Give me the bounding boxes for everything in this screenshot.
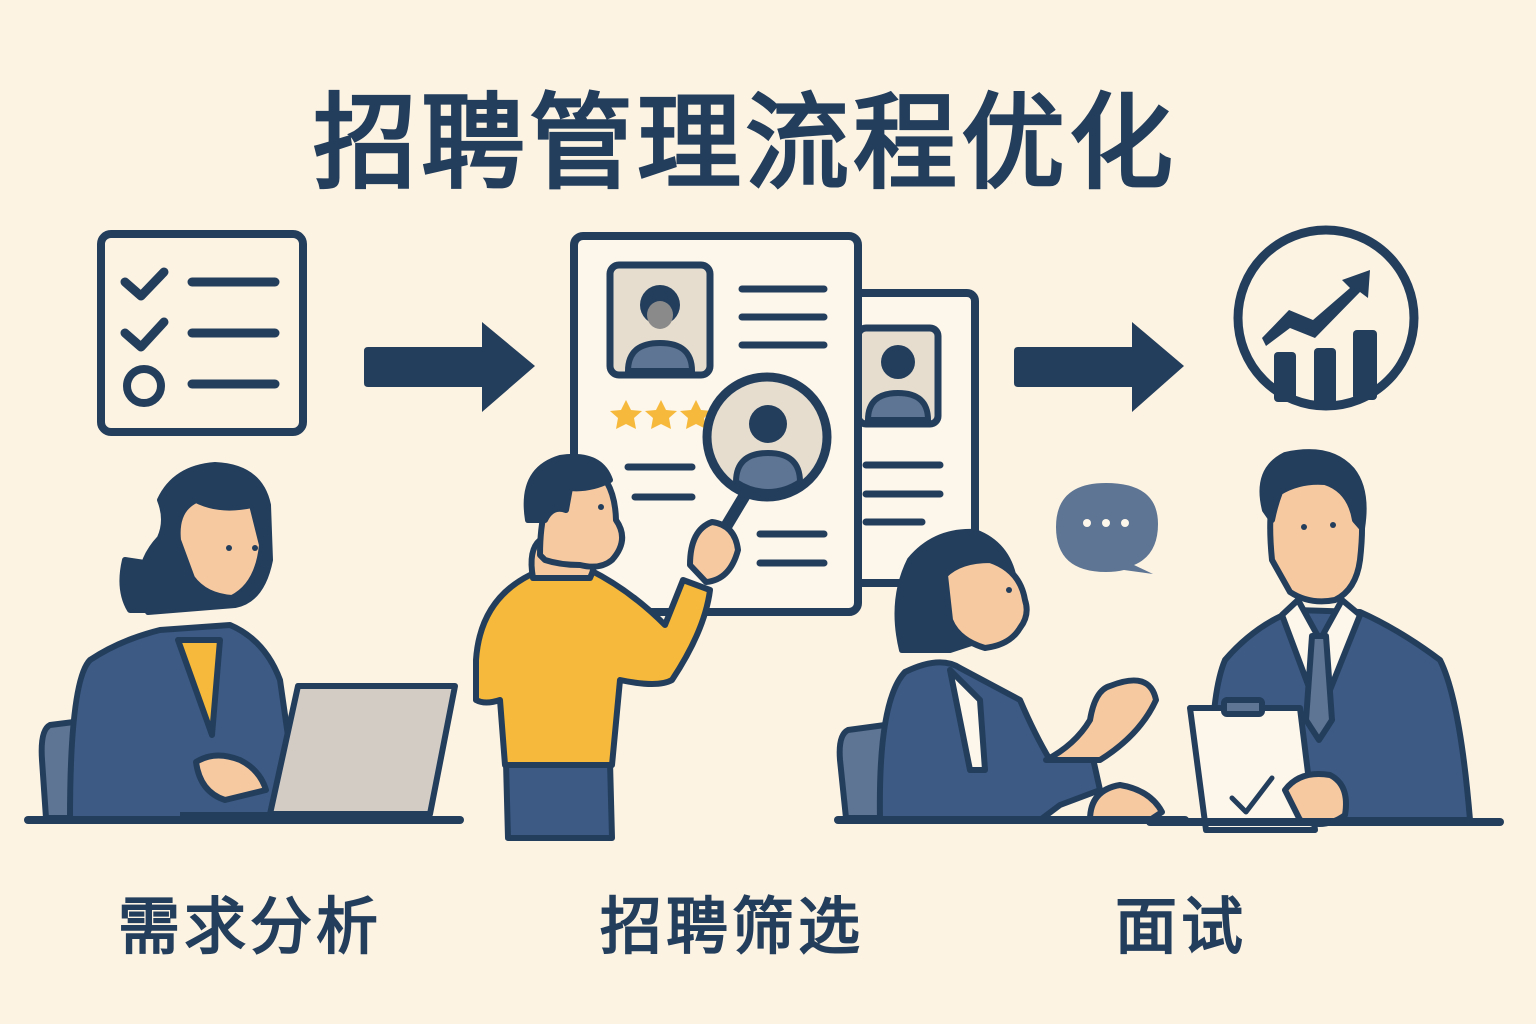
arrow-right-icon bbox=[364, 322, 535, 412]
stage-label-recruitment-screening: 招聘筛选 bbox=[600, 890, 865, 963]
stage-label-interview: 面试 bbox=[1115, 890, 1248, 963]
resumes-with-magnifier-icon bbox=[570, 232, 979, 616]
clipboard-check-icon bbox=[1187, 697, 1318, 833]
woman-at-laptop-illustration bbox=[24, 462, 464, 824]
stage-label-requirements-analysis: 需求分析 bbox=[118, 890, 383, 963]
page-title: 招聘管理流程优化 bbox=[312, 82, 1177, 204]
man-inspecting-illustration bbox=[473, 454, 741, 841]
interview-illustration bbox=[834, 449, 1504, 833]
rating-stars bbox=[610, 400, 712, 429]
arrow-right-icon bbox=[1014, 322, 1184, 412]
growth-chart-icon bbox=[1233, 225, 1419, 411]
checklist-icon bbox=[97, 230, 307, 436]
speech-bubble-icon bbox=[1056, 483, 1158, 574]
